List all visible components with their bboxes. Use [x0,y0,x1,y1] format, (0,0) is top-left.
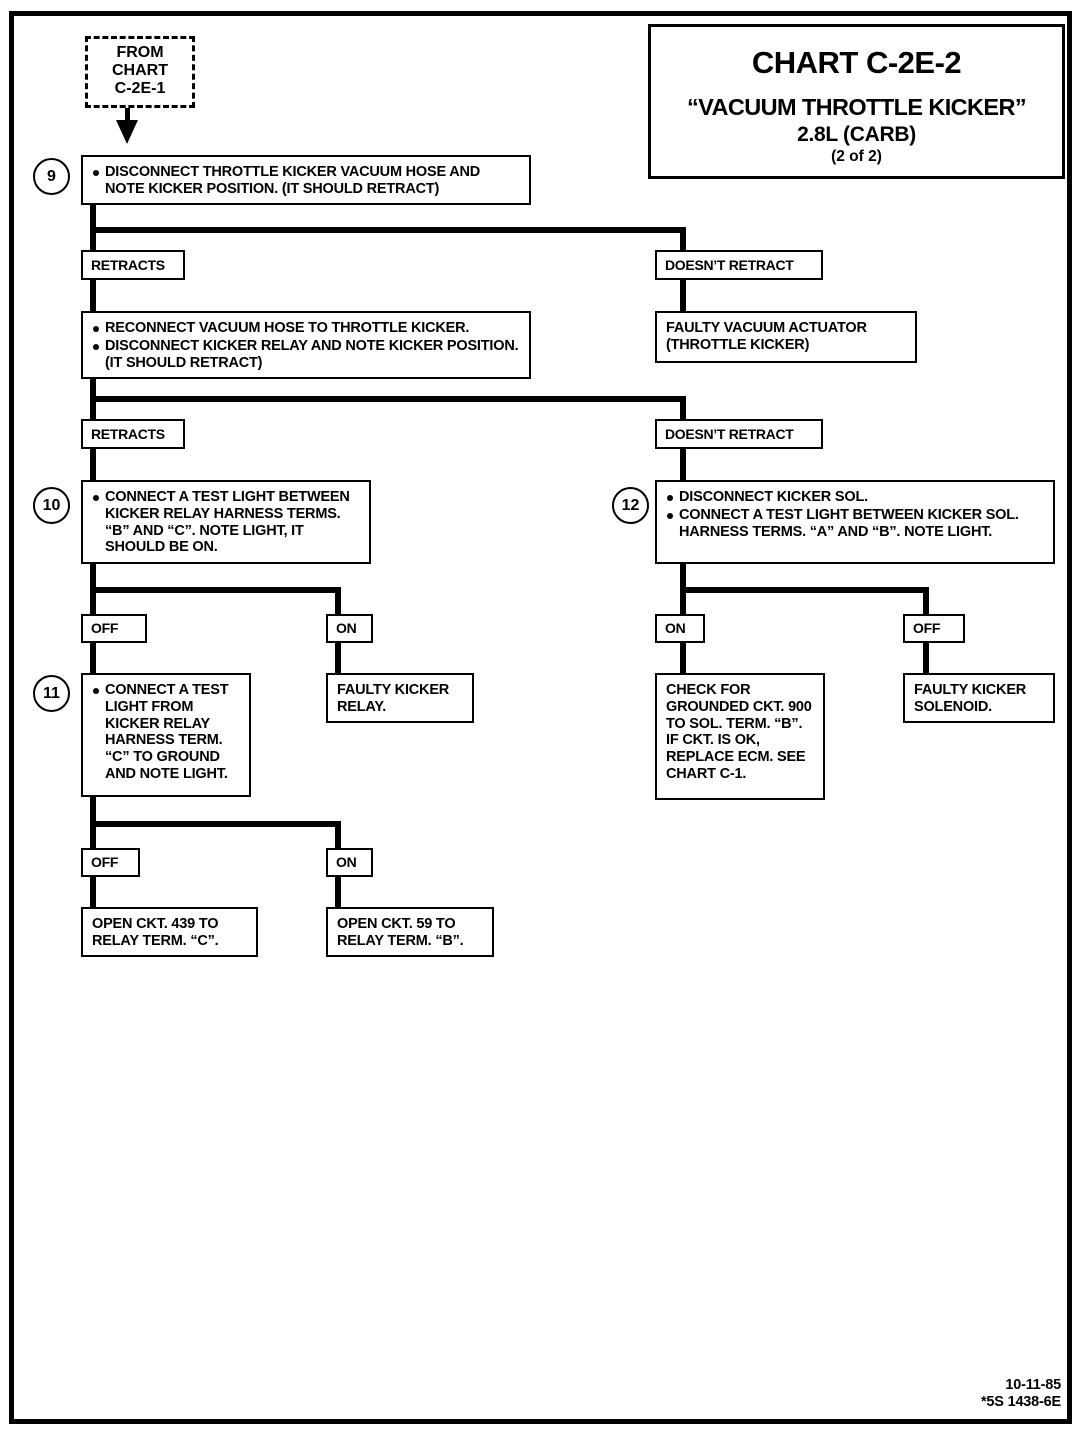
label-doesnt-retract-1-text: DOESN’T RETRACT [665,256,794,273]
connector-on-step10-down [335,642,341,674]
node-step-12: DISCONNECT KICKER SOL. CONNECT A TEST LI… [655,480,1055,564]
step-marker-9-label: 9 [47,167,56,185]
node-step-9: DISCONNECT THROTTLE KICKER VACUUM HOSE A… [81,155,531,205]
connector-split-3-right-drop [335,587,341,615]
label-retracts-2-text: RETRACTS [91,425,165,442]
connector-doesnt-retract-1-down [680,279,686,312]
step-marker-11: 11 [33,675,70,712]
node-open-ckt-59-text: OPEN CKT. 59 TO RELAY TERM. “B”. [337,916,464,949]
node-faulty-kicker-solenoid-text: FAULTY KICKER SOLENOID. [914,682,1027,715]
label-doesnt-retract-1: DOESN’T RETRACT [655,250,823,280]
chart-subtitle: “VACUUM THROTTLE KICKER” [687,94,1027,120]
connector-off-step11-down [90,876,96,908]
node-check-grounded-circuit: CHECK FOR GROUNDED CKT. 900 TO SOL. TERM… [655,673,825,800]
connector-doesnt-retract-2-down [680,448,686,481]
node-faulty-kicker-solenoid: FAULTY KICKER SOLENOID. [903,673,1055,723]
entry-connector-stub [125,107,130,120]
footer-code: *5S 1438-6E [980,1394,1061,1411]
node-step-11: CONNECT A TEST LIGHT FROM KICKER RELAY H… [81,673,251,797]
node-check-grounded-circuit-text: CHECK FOR GROUNDED CKT. 900 TO SOL. TERM… [666,682,812,783]
label-on-step10-text: ON [336,620,357,637]
step-marker-9: 9 [33,158,70,195]
connector-split-1 [90,227,686,233]
connector-split-3 [90,587,341,593]
connector-retracts-1-down [90,279,96,312]
node-step-9-bullet-1: DISCONNECT THROTTLE KICKER VACUUM HOSE A… [92,164,521,198]
node-step-12-bullet-1: DISCONNECT KICKER SOL. [666,489,1045,506]
connector-retracts-2-down [90,448,96,481]
node-step-10-bullet-1: CONNECT A TEST LIGHT BETWEEN KICKER RELA… [92,489,361,556]
entry-arrow-icon [116,120,138,144]
connector-on-step11-down [335,876,341,908]
node-open-ckt-439-text: OPEN CKT. 439 TO RELAY TERM. “C”. [92,916,219,949]
label-on-step11: ON [326,848,373,877]
node-open-ckt-59: OPEN CKT. 59 TO RELAY TERM. “B”. [326,907,494,957]
connector-split-4-right-drop [923,587,929,615]
label-on-step10: ON [326,614,373,643]
node-open-ckt-439: OPEN CKT. 439 TO RELAY TERM. “C”. [81,907,258,957]
chart-engine-spec: 2.8L (CARB) [797,123,916,146]
step-marker-10-label: 10 [42,496,61,514]
node-reconnect-vacuum-hose: RECONNECT VACUUM HOSE TO THROTTLE KICKER… [81,311,531,379]
label-retracts-2: RETRACTS [81,419,185,449]
chart-title: CHART C-2E-2 [751,45,962,80]
node-faulty-kicker-relay: FAULTY KICKER RELAY. [326,673,474,723]
label-off-step12-text: OFF [913,620,941,637]
connector-split-5-right-drop [335,821,341,850]
node-step-11-bullet-1: CONNECT A TEST LIGHT FROM KICKER RELAY H… [92,682,241,783]
node-reconnect-bullet-2: DISCONNECT KICKER RELAY AND NOTE KICKER … [92,338,521,372]
label-retracts-1: RETRACTS [81,250,185,280]
connector-split-2 [90,396,686,402]
node-reconnect-bullet-1: RECONNECT VACUUM HOSE TO THROTTLE KICKER… [92,320,521,337]
step-marker-12-label: 12 [621,496,640,514]
connector-off-step10-down [90,642,96,674]
label-off-step12: OFF [903,614,965,643]
label-retracts-1-text: RETRACTS [91,256,165,273]
label-off-step11-text: OFF [91,854,119,871]
label-doesnt-retract-2-text: DOESN’T RETRACT [665,425,794,442]
node-faulty-kicker-relay-text: FAULTY KICKER RELAY. [337,682,450,715]
node-faulty-vacuum-actuator-text: FAULTY VACUUM ACTUATOR (THROTTLE KICKER) [666,320,867,353]
connector-split-4 [680,587,929,593]
label-doesnt-retract-2: DOESN’T RETRACT [655,419,823,449]
connector-off-step12-down [923,642,929,674]
label-off-step11: OFF [81,848,140,877]
entry-line-3: C-2E-1 [114,80,166,98]
entry-from-chart-box: FROM CHART C-2E-1 [85,36,195,108]
connector-on-step12-down [680,642,686,674]
step-marker-10: 10 [33,487,70,524]
label-on-step12-text: ON [665,620,686,637]
connector-split-5 [90,821,341,827]
step-marker-11-label: 11 [43,684,60,702]
entry-line-1: FROM [116,44,164,61]
footer-date: 10-11-85 [1005,1376,1061,1393]
label-on-step11-text: ON [336,854,357,871]
footer-block: 10-11-85 *5S 1438-6E [981,1377,1061,1412]
connector-split-1-right-drop [680,227,686,250]
step-marker-12: 12 [612,487,649,524]
label-on-step12: ON [655,614,705,643]
node-step-10: CONNECT A TEST LIGHT BETWEEN KICKER RELA… [81,480,371,564]
entry-line-2: CHART [112,62,168,80]
connector-split-2-right-drop [680,396,686,420]
node-step-12-bullet-2: CONNECT A TEST LIGHT BETWEEN KICKER SOL.… [666,507,1045,541]
label-off-step10-text: OFF [91,620,119,637]
node-faulty-vacuum-actuator: FAULTY VACUUM ACTUATOR (THROTTLE KICKER) [655,311,917,363]
chart-title-block: CHART C-2E-2 “VACUUM THROTTLE KICKER” 2.… [648,24,1065,179]
label-off-step10: OFF [81,614,147,643]
chart-page-number: (2 of 2) [831,148,882,165]
